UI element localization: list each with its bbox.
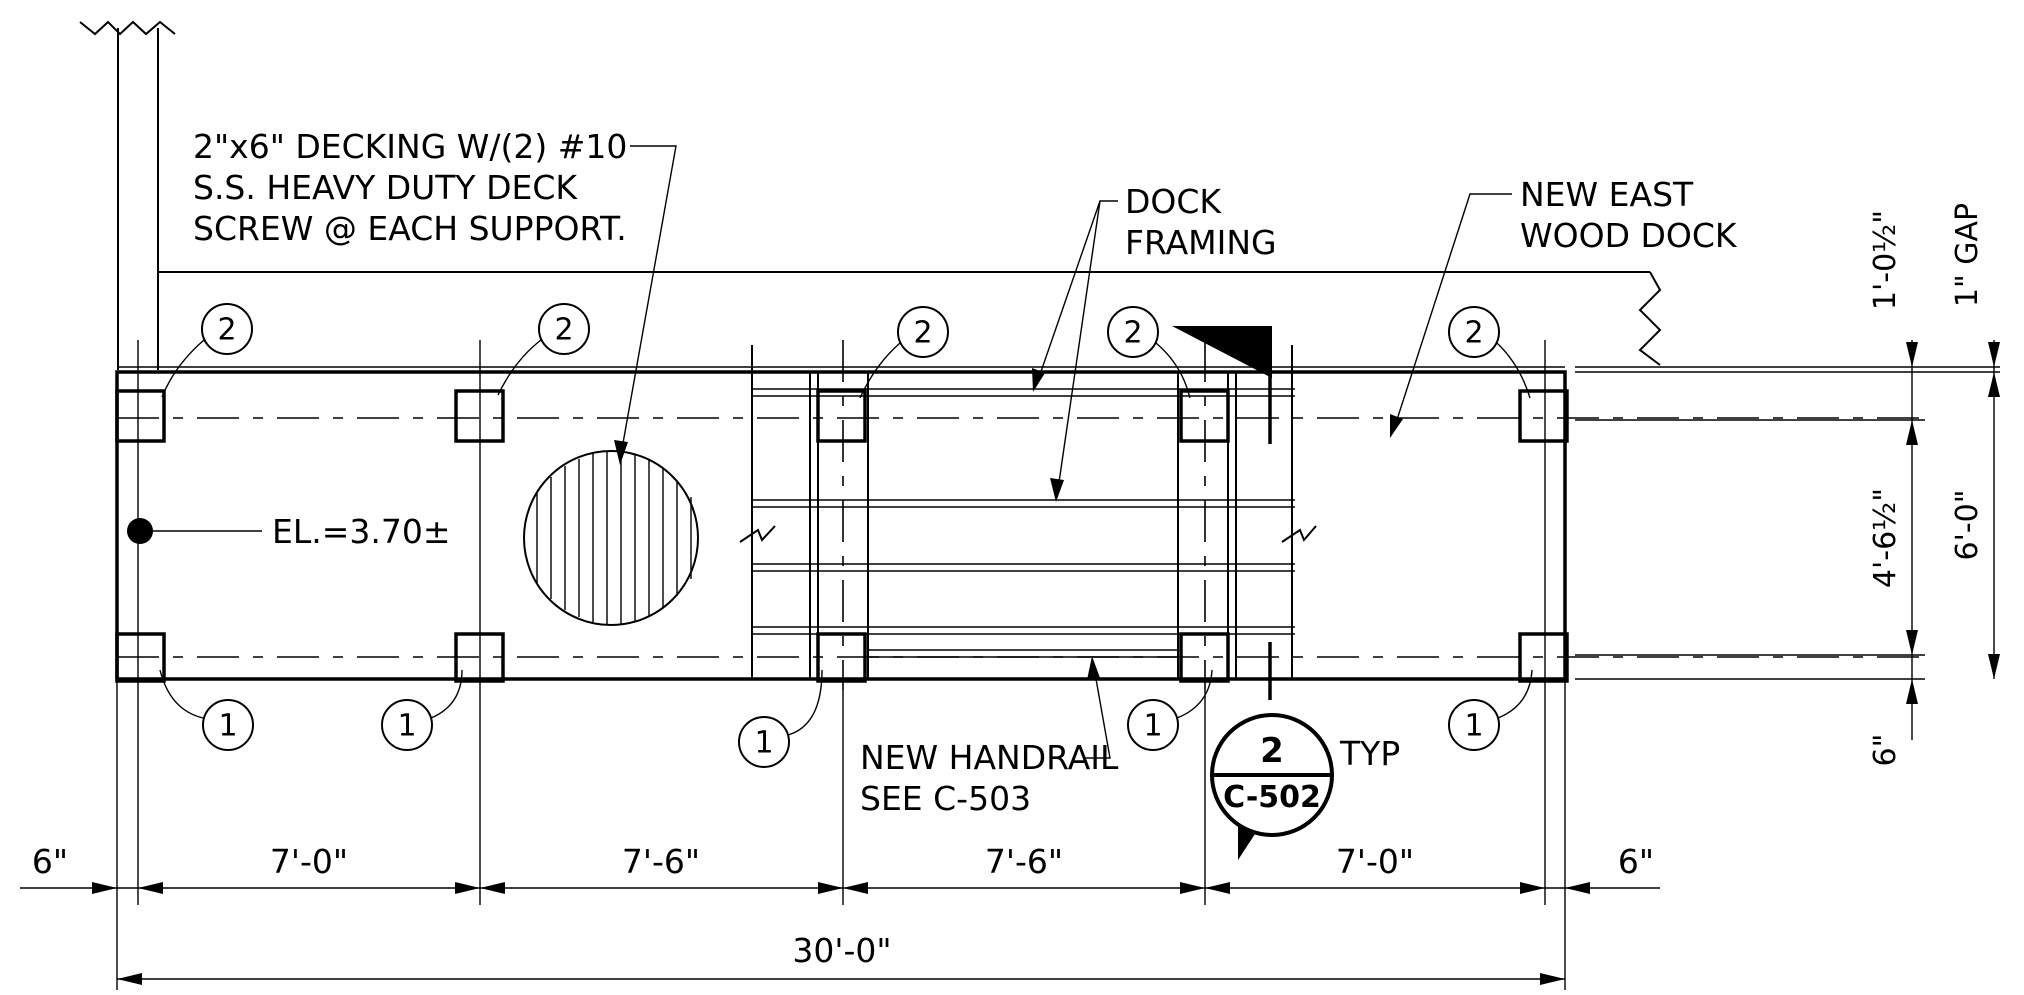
dim-right-inner-bottom: 6" (1868, 734, 1903, 767)
elevation-marker: EL.=3.70± (127, 512, 451, 551)
typ-label: TYP (1339, 734, 1400, 773)
framing-note-line1: DOCK (1125, 182, 1222, 221)
dock-note-line1: NEW EAST (1520, 175, 1694, 214)
bent-lines (116, 340, 1566, 990)
dim-right-outer-middle: 6'-0" (1950, 489, 1985, 560)
pile-tag-label: 1 (1464, 709, 1483, 744)
pile-tag-label: 2 (1464, 316, 1483, 351)
section-sheet-ref: C-502 (1223, 780, 1321, 815)
dim-bay-3: 7'-6" (985, 842, 1063, 881)
dim-bay-1: 7'-0" (270, 842, 348, 881)
pile-tags-top: 2 2 2 2 2 (161, 303, 1531, 399)
decking-note-line3: SCREW @ EACH SUPPORT. (193, 209, 627, 248)
handrail-note: NEW HANDRAIL SEE C-503 (860, 656, 1119, 818)
pile-tags-bottom: 1 1 1 1 1 (159, 669, 1533, 768)
dim-overall: 30'-0" (792, 931, 891, 970)
dim-end-left: 6" (32, 842, 68, 881)
pile-tag-label: 1 (754, 726, 773, 761)
dim-bay-4: 7'-0" (1336, 842, 1414, 881)
pile-tag-label: 2 (217, 313, 236, 348)
pile-tag-label: 2 (913, 316, 932, 351)
section-cut: 2 C-502 TYP (1172, 326, 1400, 860)
decking-hatch-detail (523, 450, 699, 626)
elevation-label: EL.=3.70± (272, 512, 451, 551)
section-number: 2 (1260, 731, 1284, 771)
dock-framing (739, 345, 1317, 679)
right-dimensions: 1'-0½" 4'-6½" 6" 1" GAP 6'-0" (1575, 203, 2000, 767)
existing-walkway (79, 20, 2000, 373)
pile-tag-label: 1 (397, 709, 416, 744)
piles (115, 389, 1569, 683)
dim-bay-2: 7'-6" (622, 842, 700, 881)
dock-outline (115, 366, 1567, 681)
pile-tag-label: 2 (1123, 316, 1142, 351)
handrail-note-line1: NEW HANDRAIL (860, 738, 1119, 777)
decking-note-line1: 2"x6" DECKING W/(2) #10 (193, 127, 627, 166)
decking-note-line2: S.S. HEAVY DUTY DECK (193, 168, 578, 207)
dock-note-line2: WOOD DOCK (1520, 216, 1738, 255)
framing-note: DOCK FRAMING (1032, 182, 1277, 502)
dim-right-inner-top: 1'-0½" (1868, 210, 1903, 310)
dim-end-right: 6" (1618, 842, 1654, 881)
bottom-dimensions: 6" 7'-0" 7'-6" 7'-6" 7'-0" 6" 30'-0" (20, 842, 1660, 985)
decking-note: 2"x6" DECKING W/(2) #10 S.S. HEAVY DUTY … (193, 127, 677, 465)
dock-note: NEW EAST WOOD DOCK (1390, 175, 1738, 438)
pile-tag-label: 1 (218, 709, 237, 744)
framing-note-line2: FRAMING (1125, 223, 1277, 262)
pile-tag-label: 1 (1143, 709, 1162, 744)
dim-right-inner-middle: 4'-6½" (1868, 488, 1903, 588)
dim-right-outer-top: 1" GAP (1950, 203, 1985, 307)
pile-tag-label: 2 (554, 313, 573, 348)
handrail-note-line2: SEE C-503 (860, 779, 1031, 818)
